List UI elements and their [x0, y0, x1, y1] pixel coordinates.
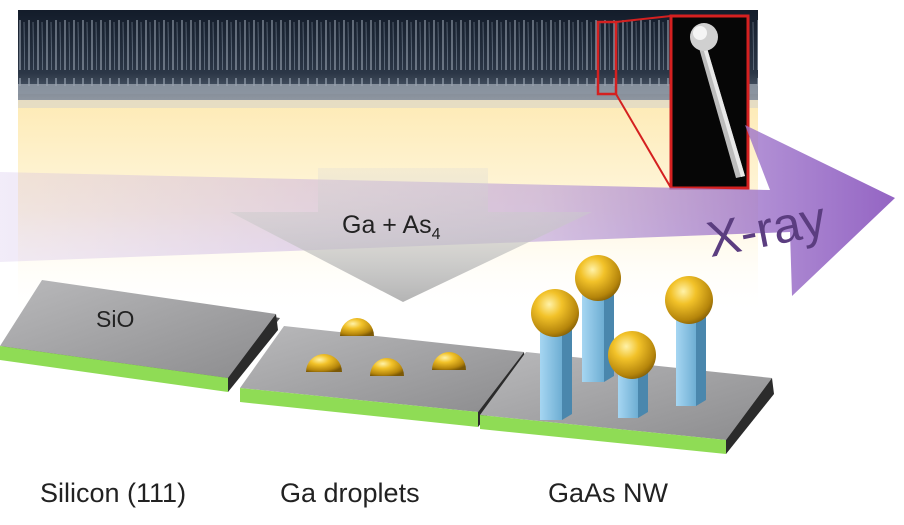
substrate-ga-droplets	[240, 318, 526, 427]
label-gaas-nw: GaAs NW	[548, 478, 669, 508]
substrate-silicon	[0, 280, 280, 392]
ga-droplet	[432, 352, 466, 370]
sem-cross-section-image	[18, 10, 758, 108]
gaas-nanowire	[608, 331, 656, 418]
ga-droplet	[340, 318, 374, 336]
ga-droplet	[306, 354, 342, 372]
zoom-connector-top	[615, 15, 672, 23]
flux-label-main: Ga + As	[342, 211, 432, 239]
oxide-label: SiO	[96, 306, 135, 332]
nanowire-sem-inset	[669, 14, 750, 190]
zoom-connector-bottom	[615, 93, 672, 189]
label-ga-droplets: Ga droplets	[280, 478, 420, 508]
zoom-region-box	[596, 20, 618, 96]
ga-droplet	[370, 358, 404, 376]
flux-label: Ga + As4	[342, 211, 441, 244]
label-silicon-111: Silicon (111)	[40, 478, 187, 508]
flux-label-subscript: 4	[431, 226, 441, 243]
gaas-nanowire	[665, 276, 713, 406]
substrate-gaas-nanowires	[480, 255, 774, 454]
gaas-nanowire	[531, 289, 579, 420]
flux-arrow	[230, 168, 592, 302]
